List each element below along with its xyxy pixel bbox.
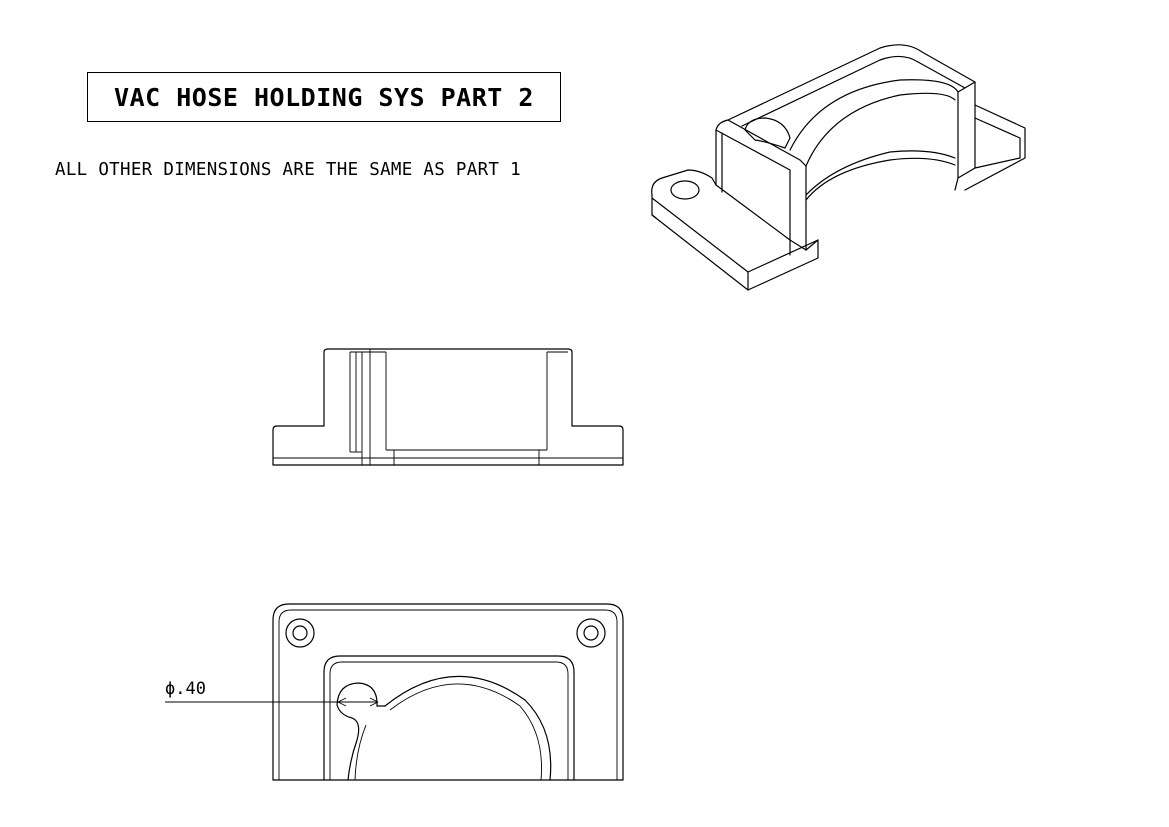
hole-diameter-dimension-label: ϕ.40	[165, 679, 206, 699]
drawing-note: ALL OTHER DIMENSIONS ARE THE SAME AS PAR…	[55, 160, 521, 180]
drawing-title: VAC HOSE HOLDING SYS PART 2	[114, 82, 534, 112]
top-view	[272, 603, 624, 781]
isometric-view	[651, 44, 1026, 291]
hole-diameter-dimension	[165, 697, 379, 707]
title-block: VAC HOSE HOLDING SYS PART 2	[87, 72, 561, 122]
front-view	[272, 348, 624, 466]
